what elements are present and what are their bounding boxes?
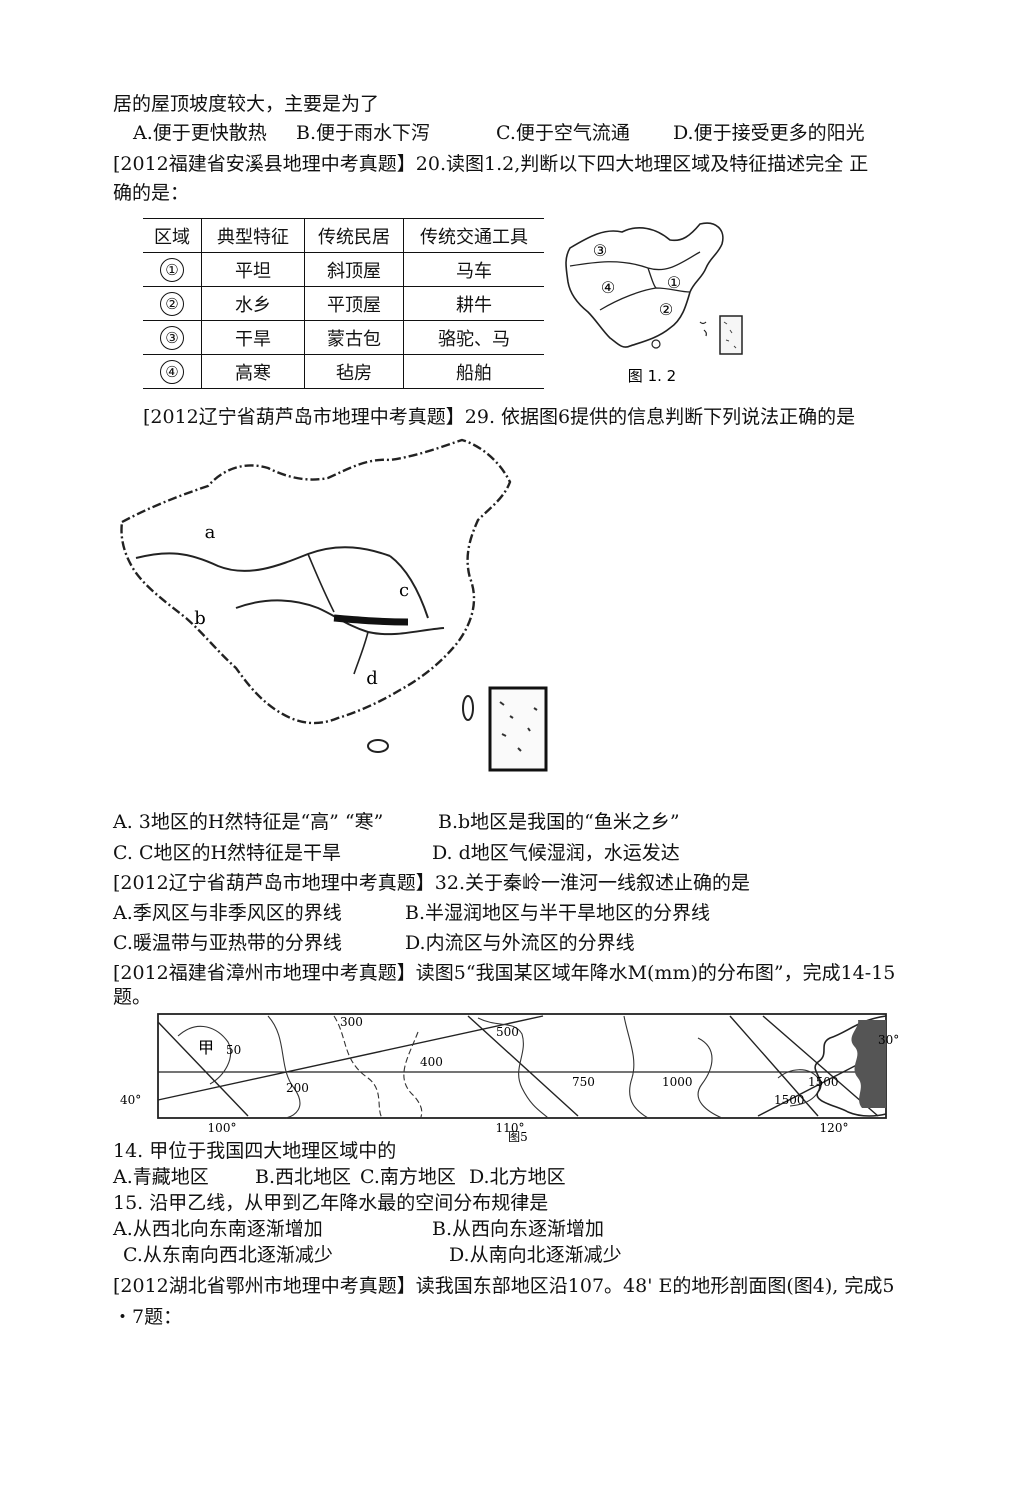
question-stem-cont: 题。 — [113, 986, 152, 1008]
region-number: ③ — [160, 325, 184, 350]
option-c: C.从东南向西北逐渐减少 — [123, 1244, 333, 1266]
longitude-label: 100° — [208, 1121, 237, 1135]
option-c: C. C地区的H然特征是干旱 — [113, 842, 342, 864]
precipitation-map-fig-5: 甲 50 200 300 400 500 750 1000 1500 1500 … — [120, 1013, 899, 1142]
table-cell: 水乡 — [201, 286, 305, 321]
option-d: D.北方地区 — [469, 1166, 566, 1188]
table-cell: 斜顶屋 — [304, 252, 404, 287]
latitude-label: 40° — [120, 1093, 141, 1107]
table-cell: 蒙古包 — [304, 320, 404, 355]
isohyet-label: 50 — [226, 1043, 241, 1057]
col-header: 传统民居 — [304, 218, 404, 253]
question-stem: [2012辽宁省葫芦岛市地理中考真题】29. 依据图6提供的信息判断下列说法正确… — [143, 406, 856, 428]
figure-caption: 图 1. 2 — [628, 367, 676, 385]
isohyet-label: 300 — [340, 1015, 363, 1029]
table-cell: 平顶屋 — [304, 286, 404, 321]
point-label: 甲 — [198, 1038, 214, 1057]
col-header: 区域 — [143, 218, 202, 253]
option-c: C.暖温带与亚热带的分界线 — [113, 932, 342, 954]
map-region-label: ① — [667, 273, 681, 292]
question-stem: [2012辽宁省葫芦岛市地理中考真题】32.关于秦岭一淮河一线叙述止确的是 — [113, 872, 750, 894]
map-region-label: a — [205, 522, 216, 543]
option-c: C.南方地区 — [360, 1166, 456, 1188]
map-region-label: b — [194, 608, 206, 629]
table-header-row: 区域 典型特征 传统民居 传统交通工具 — [143, 218, 544, 253]
option-a: A.青藏地区 — [113, 1166, 209, 1188]
table-cell: 干旱 — [201, 320, 305, 355]
isohyet-label: 1000 — [662, 1075, 693, 1089]
table-cell: 骆驼、马 — [403, 320, 544, 355]
region-number: ④ — [160, 359, 184, 384]
latitude-label: 30° — [878, 1033, 899, 1047]
question-stem: [2012福建省漳州市地理中考真题】读图5“我国某区域年降水M(mm)的分布图”… — [113, 962, 896, 984]
map-region-label: ④ — [601, 278, 615, 297]
isohyet-label: 750 — [572, 1075, 595, 1089]
option-a: A.便于更快散热 — [133, 122, 267, 144]
table-cell: 毡房 — [304, 354, 404, 389]
option-a: A.从西北向东南逐渐增加 — [113, 1218, 323, 1240]
isohyet-label: 500 — [496, 1025, 519, 1039]
option-b: B.西北地区 — [255, 1166, 352, 1188]
longitude-label: 110° — [496, 1121, 525, 1135]
isohyet-label: 1500 — [808, 1075, 839, 1089]
table-row: ④ 高寒 毡房 船舶 — [143, 354, 544, 389]
table-row: ① 平坦 斜顶屋 马车 — [143, 252, 544, 287]
option-b: B.半湿润地区与半干旱地区的分界线 — [405, 902, 711, 924]
region-feature-table: 区域 典型特征 传统民居 传统交通工具 ① 平坦 斜顶屋 马车 ② 水乡 平顶屋… — [143, 218, 544, 389]
map-region-label: ② — [659, 300, 673, 319]
isohyet-label: 400 — [420, 1055, 443, 1069]
question-stem: [2012福建省安溪县地理中考真题】20.读图1.2,判断以下四大地理区域及特征… — [113, 153, 869, 175]
map-region-label: c — [399, 580, 409, 601]
longitude-label: 120° — [820, 1121, 849, 1135]
table-cell: 船舶 — [403, 354, 544, 389]
table-row: ② 水乡 平顶屋 耕牛 — [143, 286, 544, 321]
option-d: D.便于接受更多的阳光 — [673, 122, 865, 144]
option-c: C.便于空气流通 — [496, 122, 630, 144]
table-row: ③ 干旱 蒙古包 骆驼、马 — [143, 320, 544, 355]
option-d: D.内流区与外流区的分界线 — [405, 932, 635, 954]
option-b: B.便于雨水下泻 — [296, 122, 431, 144]
option-b: B.从西向东逐渐增加 — [432, 1218, 605, 1240]
map-region-label: ③ — [593, 241, 607, 260]
option-a: A.季风区与非季风区的界线 — [113, 902, 342, 924]
question-stem: 15. 沿甲乙线，从甲到乙年降水最的空间分布规律是 — [113, 1192, 549, 1214]
question-stem-cont: 确的是： — [113, 182, 190, 204]
region-number: ① — [160, 257, 184, 282]
question-stem: 14. 甲位于我国四大地理区域中的 — [113, 1140, 397, 1162]
question-stem: 居的屋顶坡度较大，主要是为了 — [113, 93, 380, 115]
figure-caption: 图5 — [508, 1130, 528, 1142]
question-stem: [2012湖北省鄂州市地理中考真题】读我国东部地区沿107。48' E的地形剖面… — [113, 1275, 895, 1297]
option-b: B.b地区是我国的“鱼米之乡” — [438, 811, 680, 833]
col-header: 典型特征 — [201, 218, 305, 253]
option-d: D. d地区气候湿润，水运发达 — [432, 842, 680, 864]
map-region-label: d — [366, 668, 378, 689]
china-map-fig-1-2: ③ ④ ① ② 图 1. 2 — [565, 222, 743, 385]
option-d: D.从南向北逐渐减少 — [449, 1244, 622, 1266]
table-cell: 马车 — [403, 252, 544, 287]
table-cell: 平坦 — [201, 252, 305, 287]
col-header: 传统交通工具 — [403, 218, 544, 253]
china-map-fig-6: a b c d — [120, 438, 548, 772]
option-a: A. 3地区的H然特征是“高” “寒” — [113, 811, 384, 833]
table-cell: 耕牛 — [403, 286, 544, 321]
isohyet-label: 1500 — [774, 1093, 805, 1107]
isohyet-label: 200 — [286, 1081, 309, 1095]
region-number: ② — [160, 291, 184, 316]
table-cell: 高寒 — [201, 354, 305, 389]
question-stem-cont: ・7题： — [113, 1306, 183, 1328]
